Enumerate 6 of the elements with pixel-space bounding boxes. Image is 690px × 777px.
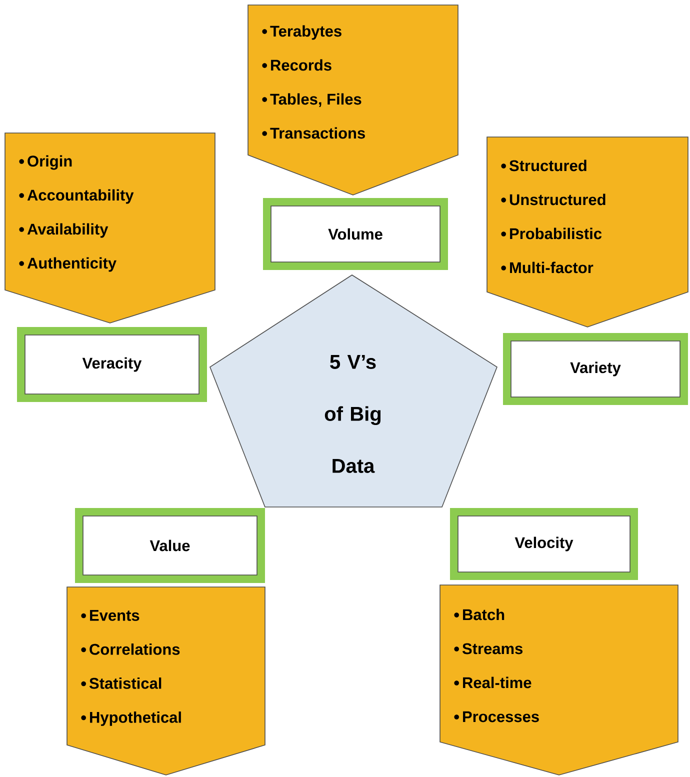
label-box: Volume: [263, 198, 448, 270]
label-box: Value: [75, 508, 265, 583]
pentagon: 5 V’s of Big Data: [210, 274, 498, 508]
label-box: Variety: [503, 333, 688, 405]
label-box: Velocity: [450, 508, 638, 580]
label-box: Veracity: [17, 327, 207, 402]
